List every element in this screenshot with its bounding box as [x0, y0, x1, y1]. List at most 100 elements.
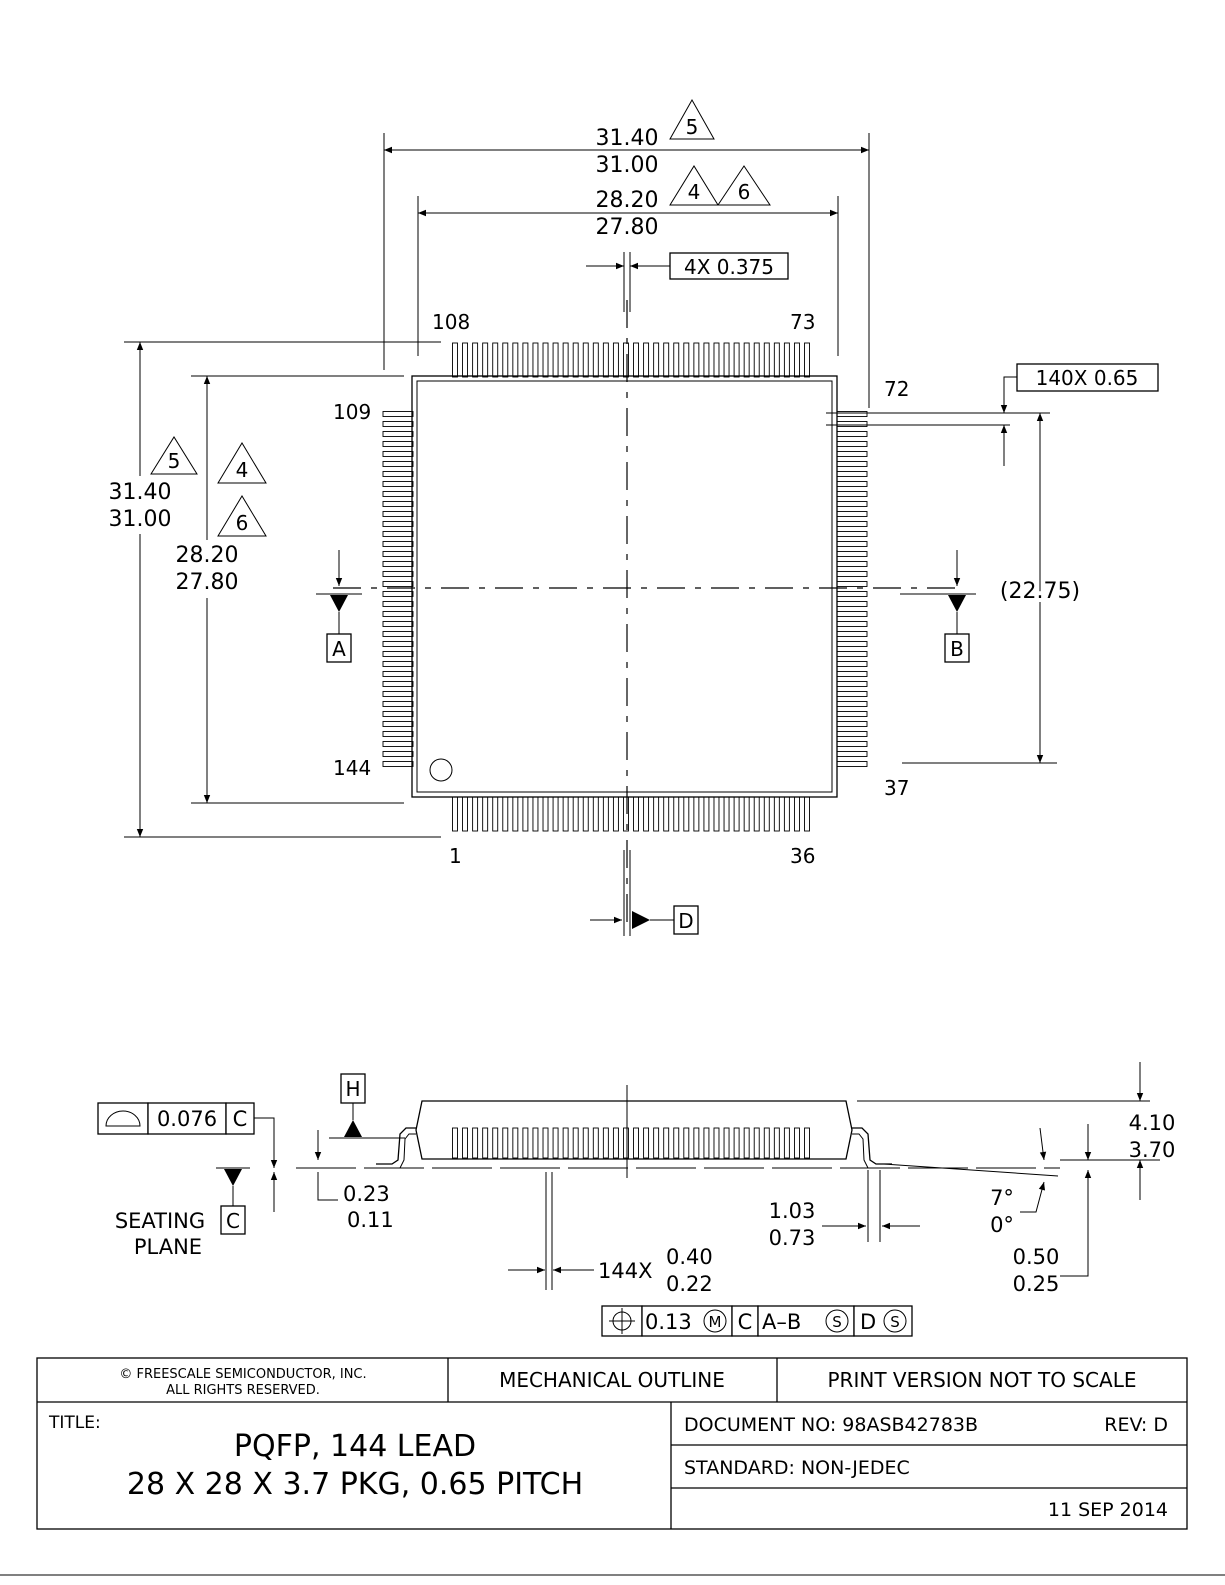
- package-height-max: 4.10: [1129, 1111, 1176, 1135]
- top-view: 31.40 31.00 5 28.20 27.80 4 6 4X 0.375 1…: [104, 98, 1159, 936]
- lead: [643, 342, 650, 378]
- datum-b-triangle: [948, 595, 966, 612]
- pin-label-108: 108: [432, 310, 470, 334]
- lead: [612, 342, 619, 378]
- lead: [502, 1127, 509, 1159]
- label-mask: [104, 476, 176, 534]
- datum-b-box: [944, 633, 970, 663]
- lead: [582, 342, 589, 378]
- lead: [572, 1127, 579, 1159]
- package-height-min: 3.70: [1129, 1138, 1176, 1162]
- lead: [733, 796, 740, 832]
- lead: [382, 461, 414, 467]
- lead: [653, 1127, 660, 1159]
- lead-column-right: [836, 411, 868, 767]
- note-triangle: [669, 98, 715, 140]
- lead: [673, 1127, 680, 1159]
- pin-label-36: 36: [790, 844, 815, 868]
- lead: [743, 796, 750, 832]
- note-4-label-left: 4: [236, 458, 249, 482]
- lead: [703, 1127, 710, 1159]
- lead: [836, 561, 868, 567]
- lead-thickness-max: 0.23: [343, 1182, 390, 1206]
- lead: [382, 471, 414, 477]
- lead: [836, 501, 868, 507]
- revision: REV: D: [1104, 1414, 1168, 1436]
- lead: [382, 721, 414, 727]
- modifier-s-2: S: [890, 1313, 900, 1331]
- lead: [836, 491, 868, 497]
- lead: [582, 796, 589, 832]
- lead: [783, 1127, 790, 1159]
- angle-arrow-top: [1039, 1127, 1047, 1161]
- lead: [836, 451, 868, 457]
- lead: [653, 796, 660, 832]
- lead: [382, 431, 414, 437]
- lead: [804, 796, 810, 832]
- lead: [382, 411, 414, 417]
- lead: [836, 751, 868, 757]
- lead: [633, 1127, 639, 1159]
- title-block-frame: [36, 1357, 1188, 1530]
- overall-width-max: 31.40: [596, 126, 659, 151]
- lead: [793, 342, 800, 378]
- note-5-label-left: 5: [168, 449, 181, 473]
- lead: [836, 461, 868, 467]
- lead: [542, 342, 549, 378]
- lead: [683, 342, 690, 378]
- modifier-m-circle: [703, 1309, 727, 1333]
- lead: [492, 342, 499, 378]
- lead: [836, 721, 868, 727]
- lead: [602, 1127, 609, 1159]
- angle-min: 0°: [990, 1213, 1014, 1237]
- standard: STANDARD: NON-JEDEC: [684, 1457, 910, 1479]
- lead: [382, 681, 414, 687]
- lead: [743, 342, 750, 378]
- lead: [512, 1127, 519, 1159]
- lead: [602, 796, 609, 832]
- position-tolerance-frame: 0.13 M C A–B S D S: [601, 1305, 913, 1337]
- pin-span-value: (22.75): [1000, 579, 1080, 604]
- lead: [623, 342, 629, 378]
- lead: [382, 521, 414, 527]
- lead: [753, 342, 760, 378]
- lead: [462, 1127, 469, 1159]
- flatness-value: 0.076: [157, 1107, 217, 1131]
- lead: [733, 1127, 740, 1159]
- pin-label-37: 37: [884, 776, 909, 800]
- note-triangle: [217, 495, 267, 537]
- lead: [472, 1127, 479, 1159]
- lead: [723, 796, 730, 832]
- lead: [562, 342, 569, 378]
- lead: [663, 796, 670, 832]
- lead: [382, 731, 414, 737]
- pin-label-144: 144: [333, 756, 371, 780]
- lead: [552, 342, 559, 378]
- lead: [532, 796, 539, 832]
- lead: [382, 621, 414, 627]
- datum-d: D: [678, 909, 693, 933]
- flatness-datum: C: [233, 1107, 248, 1131]
- lead: [836, 671, 868, 677]
- pin-label-109: 109: [333, 400, 371, 424]
- lead: [382, 501, 414, 507]
- position-ref-ab: A–B: [762, 1310, 801, 1334]
- lead-column-left: [382, 411, 414, 767]
- lead: [592, 342, 599, 378]
- lead: [753, 796, 760, 832]
- lead: [502, 342, 509, 378]
- lead: [382, 571, 414, 577]
- note-triangle: [717, 165, 771, 206]
- lead: [836, 431, 868, 437]
- lead-width-min: 0.22: [666, 1272, 713, 1296]
- lead: [643, 796, 650, 832]
- package-body-outer: [411, 375, 838, 798]
- lead: [836, 611, 868, 617]
- lead: [382, 541, 414, 547]
- position-value: 0.13: [645, 1310, 692, 1334]
- lead: [382, 551, 414, 557]
- lead: [723, 1127, 730, 1159]
- datum-b: B: [950, 637, 964, 661]
- modifier-s-circle: [825, 1309, 849, 1333]
- note-6-label-left: 6: [236, 511, 249, 535]
